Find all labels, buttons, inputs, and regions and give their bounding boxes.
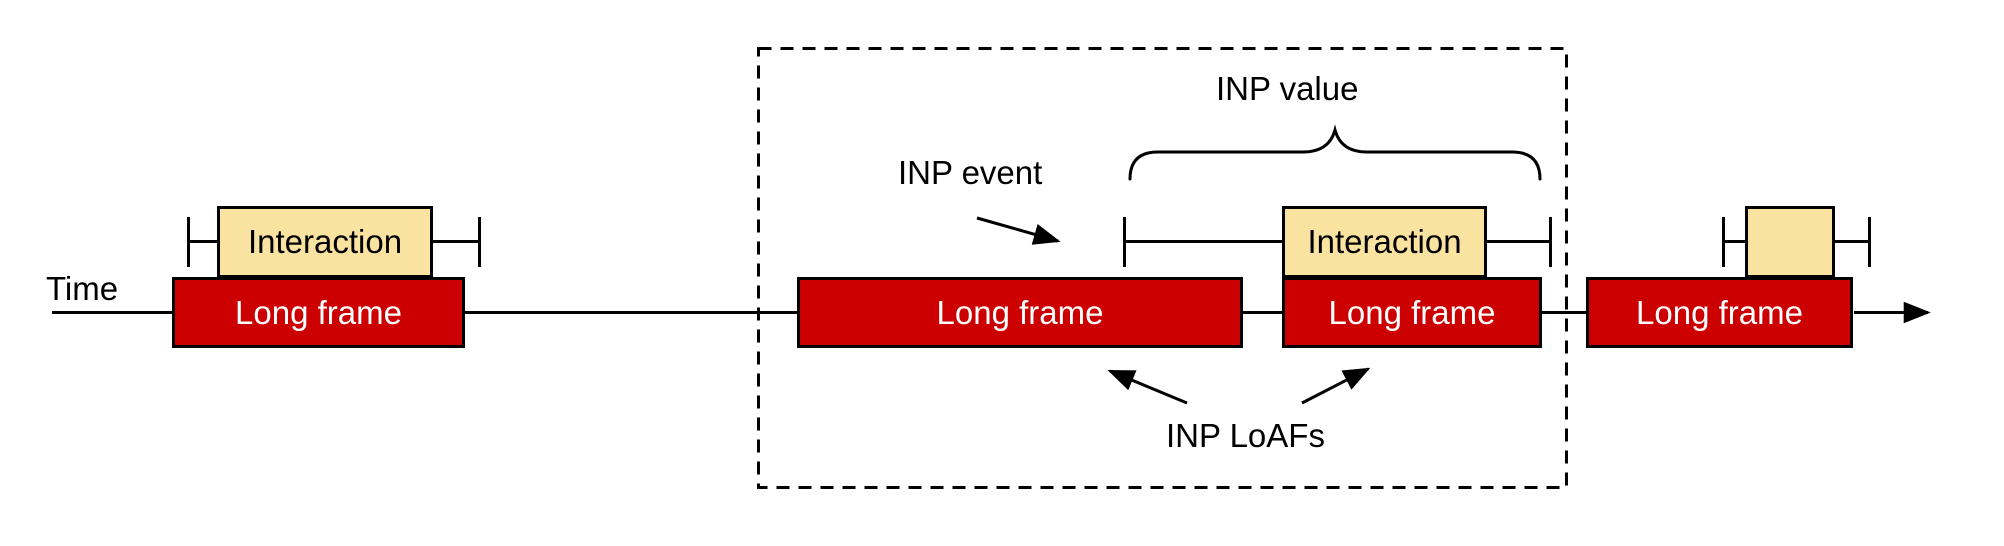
timeline-segment	[1540, 311, 1588, 314]
whisker-tick	[478, 217, 481, 267]
whisker-tick	[1123, 217, 1126, 267]
long-frame-label: Long frame	[235, 293, 402, 331]
interaction-box-1: Interaction	[217, 206, 433, 278]
timeline-segment	[1241, 311, 1284, 314]
interaction-label: Interaction	[247, 223, 403, 260]
inp-event-label: INP event	[898, 154, 1043, 191]
long-frame-label: Long frame	[936, 293, 1104, 331]
timeline-segment	[463, 311, 799, 314]
timeline-segment	[52, 311, 174, 314]
inp-loafs-arrow-left	[1107, 369, 1188, 405]
whisker-tick	[1549, 217, 1552, 267]
inp-loafs-arrow-right	[1301, 367, 1371, 405]
long-frame-box-3: Long frame	[1282, 277, 1542, 348]
interaction-box-2: Interaction	[1282, 206, 1487, 278]
long-frame-box-4: Long frame	[1586, 277, 1853, 348]
long-frame-box-2: Long frame	[797, 277, 1243, 348]
long-frame-box-1: Long frame	[172, 277, 465, 348]
interaction-box-3	[1745, 206, 1835, 278]
long-frame-label: Long frame	[1328, 293, 1496, 331]
whisker-tick	[1722, 217, 1725, 267]
whisker-tick	[1868, 217, 1871, 267]
inp-loafs-label: INP LoAFs	[1166, 417, 1325, 454]
long-frame-label: Long frame	[1636, 293, 1803, 331]
inp-event-arrow	[976, 216, 1061, 245]
inp-value-brace	[1128, 124, 1542, 181]
interaction-label: Interaction	[1307, 223, 1462, 260]
inp-value-label: INP value	[1216, 70, 1359, 107]
whisker-tick	[187, 217, 190, 267]
time-label: Time	[46, 270, 119, 307]
